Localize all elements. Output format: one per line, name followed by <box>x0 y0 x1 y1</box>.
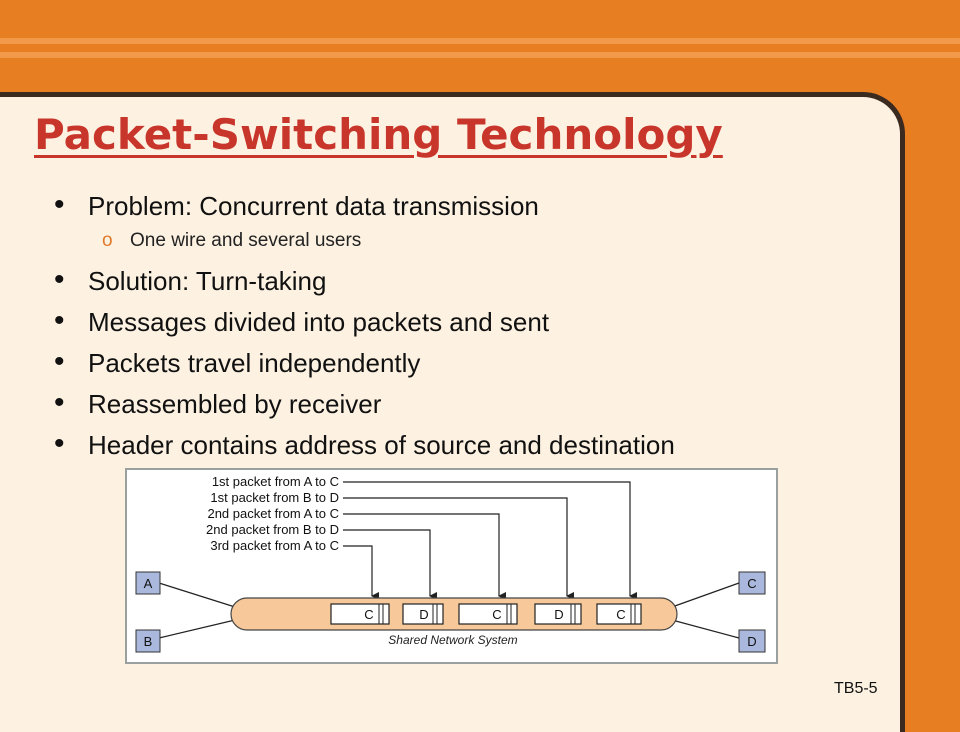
bullet-icon: • <box>54 427 65 460</box>
bullet-list: • Problem: Concurrent data transmission o… <box>46 188 675 468</box>
leader-line <box>343 545 379 600</box>
bullet-item: • Messages divided into packets and sent <box>46 304 675 345</box>
bullet-text: Problem: Concurrent data transmission <box>88 191 539 221</box>
slide-number: TB5-5 <box>834 680 878 697</box>
diagram-svg: 1st packet from A to C 1st packet from B… <box>135 474 766 653</box>
packet: C <box>330 603 390 625</box>
bullet-text: Reassembled by receiver <box>88 389 382 419</box>
packet-address: C <box>364 607 373 622</box>
packet-address: D <box>419 607 428 622</box>
packet-label: 2nd packet from A to C <box>207 506 339 521</box>
packet: D <box>402 603 444 625</box>
packet: C <box>458 603 518 625</box>
bullet-item: • Problem: Concurrent data transmission <box>46 188 675 229</box>
slide-title: Packet-Switching Technology <box>34 110 723 159</box>
svg-text:A: A <box>144 576 153 591</box>
node-a: A <box>135 571 161 595</box>
packet: D <box>534 603 582 625</box>
bullet-text: Header contains address of source and de… <box>88 430 675 460</box>
leader-line <box>343 497 574 600</box>
node-b: B <box>135 629 161 653</box>
packet-address: C <box>492 607 501 622</box>
packet-label: 1st packet from B to D <box>210 490 339 505</box>
header-stripe <box>0 38 960 44</box>
svg-text:B: B <box>144 634 153 649</box>
packet-label: 2nd packet from B to D <box>206 522 339 537</box>
leader-line <box>343 481 637 600</box>
node-d: D <box>738 629 766 653</box>
packet-address: D <box>554 607 563 622</box>
bullet-text: Solution: Turn-taking <box>88 266 327 296</box>
network-label: Shared Network System <box>388 633 517 647</box>
bullet-icon: • <box>54 345 65 378</box>
leader-line <box>343 529 437 600</box>
bullet-text: Packets travel independently <box>88 348 421 378</box>
bullet-item: • Header contains address of source and d… <box>46 427 675 468</box>
link-line <box>158 582 236 608</box>
link-line <box>158 619 236 639</box>
packet-address: C <box>616 607 625 622</box>
sub-bullet-text: One wire and several users <box>130 230 362 251</box>
packet-label: 3rd packet from A to C <box>210 538 339 553</box>
link-line <box>671 582 740 608</box>
leader-line <box>343 513 506 600</box>
svg-text:C: C <box>747 576 756 591</box>
link-line <box>671 619 740 639</box>
svg-text:D: D <box>747 634 756 649</box>
bullet-text: Messages divided into packets and sent <box>88 307 550 337</box>
packet: C <box>596 603 642 625</box>
bullet-icon: • <box>54 386 65 419</box>
sub-bullet-icon: o <box>102 230 113 251</box>
bullet-item: • Solution: Turn-taking <box>46 263 675 304</box>
sub-bullet-item: o One wire and several users <box>46 229 675 263</box>
bullet-item: • Packets travel independently <box>46 345 675 386</box>
bullet-item: • Reassembled by receiver <box>46 386 675 427</box>
packet-switching-diagram: 1st packet from A to C 1st packet from B… <box>125 468 778 664</box>
node-c: C <box>738 571 766 595</box>
bullet-icon: • <box>54 263 65 296</box>
bullet-icon: • <box>54 304 65 337</box>
header-stripe <box>0 52 960 58</box>
bullet-icon: • <box>54 188 65 221</box>
packet-label: 1st packet from A to C <box>212 474 339 489</box>
